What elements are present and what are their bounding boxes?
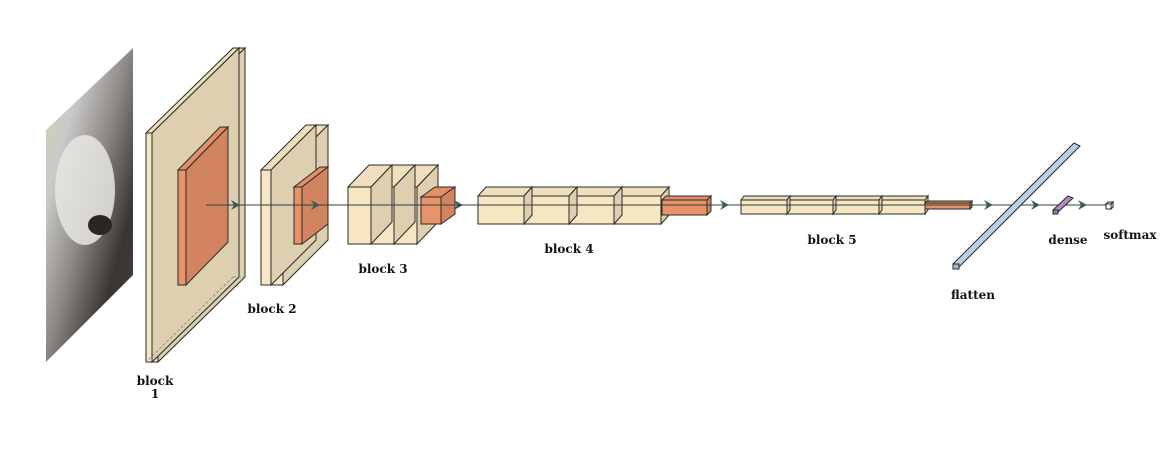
block-5-conv-2-front [786, 199, 834, 215]
block-5-conv-1-front [740, 199, 788, 215]
label-flatten: flatten [951, 288, 995, 302]
block-5-conv-2-top [786, 195, 837, 201]
label-block-1-line2: 1 [150, 387, 160, 401]
dense-bar-end [1052, 209, 1059, 215]
label-softmax: softmax [1103, 228, 1157, 242]
softmax-cube-front [1105, 203, 1112, 210]
arrow-head-4 [720, 200, 729, 210]
block-4-pool-front [661, 199, 708, 216]
block-5-conv-3-front [832, 199, 880, 215]
label-block-3: block 3 [358, 262, 408, 276]
arrow-head-7 [1078, 200, 1087, 210]
block-1-conv-1-front [145, 132, 153, 363]
label-block-2: block 2 [247, 302, 297, 316]
block-1-pool-front [177, 169, 187, 286]
block-4-conv-1-front [477, 195, 525, 225]
block-5-conv-4-top [878, 195, 929, 201]
arrow-head-2 [311, 200, 320, 210]
block-4-pool-top [660, 195, 713, 201]
block-3-pool-front [420, 196, 442, 225]
arrow-head-6 [1031, 200, 1040, 210]
flatten-bar-end [952, 263, 960, 270]
block-5-conv-4-front [878, 199, 926, 215]
block-3-conv-1-front [347, 186, 372, 245]
block-5-conv-1-top [740, 195, 791, 201]
label-block-5: block 5 [807, 233, 857, 247]
arrow-head-5 [984, 200, 993, 210]
label-block-4: block 4 [544, 242, 594, 256]
block-5-pool-front [924, 202, 971, 210]
block-5-conv-3-top [832, 195, 883, 201]
block-2-pool-front [293, 186, 303, 245]
label-dense: dense [1048, 233, 1088, 247]
block-1-hidden-edges [145, 276, 245, 363]
label-block-1: block 1 [137, 375, 174, 401]
block-2-conv-1-front [260, 169, 272, 286]
arrow-head-1 [231, 200, 240, 210]
label-block-1-line1: block [136, 374, 174, 388]
input-image-dog-nose [88, 215, 112, 235]
block-4-conv-1-top [476, 186, 534, 197]
